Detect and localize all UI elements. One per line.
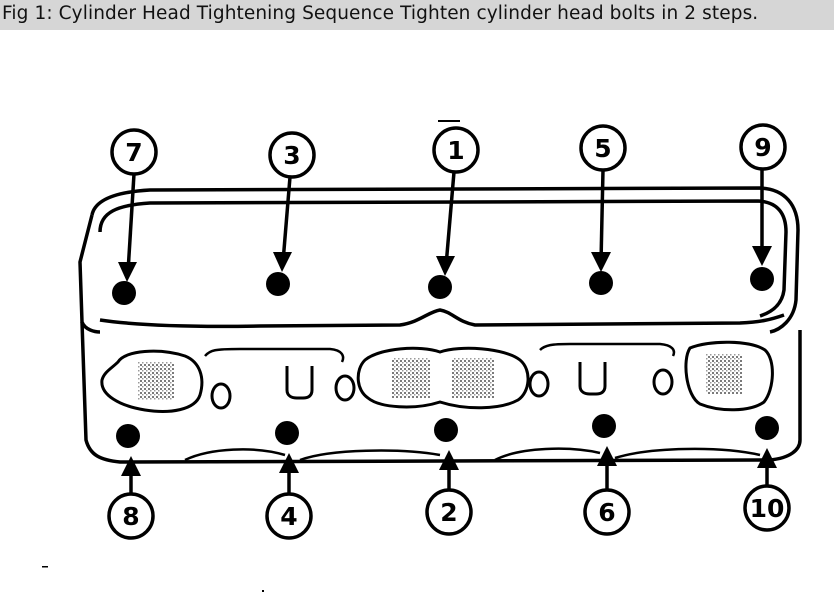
bolt-2: 2 xyxy=(425,418,473,536)
bolt-8: 8 xyxy=(107,424,155,540)
bolt-4: 4 xyxy=(265,421,313,540)
bottom-bolts: 8 4 2 6 10 xyxy=(107,414,791,540)
bolt-6: 6 xyxy=(583,414,631,536)
bolt-label: 2 xyxy=(440,498,457,527)
port-stipple xyxy=(138,354,742,400)
bolt-label: 8 xyxy=(122,502,139,531)
oil-passage-holes xyxy=(210,368,674,410)
bolt-5: 5 xyxy=(579,124,627,295)
figure-caption: Fig 1: Cylinder Head Tightening Sequence… xyxy=(2,3,759,24)
bolt-label: 6 xyxy=(598,498,615,527)
bolt-label: 10 xyxy=(750,494,785,523)
bolt-label: 9 xyxy=(754,133,771,162)
bolt-label: 1 xyxy=(447,136,464,165)
bolt-7: 7 xyxy=(110,128,158,305)
bolt-label: 7 xyxy=(125,138,142,167)
bolt-9: 9 xyxy=(739,123,787,291)
bolt-3: 3 xyxy=(266,131,316,296)
caption-bar: Fig 1: Cylinder Head Tightening Sequence… xyxy=(0,0,834,30)
bolt-label: 4 xyxy=(280,502,297,531)
bolt-1: 1 xyxy=(428,126,480,299)
pushrod-slots xyxy=(285,362,607,400)
top-bolts: 7 3 1 5 9 xyxy=(110,123,787,305)
bolt-label: 3 xyxy=(283,141,300,170)
bolt-10: 10 xyxy=(743,416,791,532)
scan-specks xyxy=(42,120,460,592)
cylinder-head-outline xyxy=(78,186,802,464)
port-openings xyxy=(100,340,774,413)
bolt-label: 5 xyxy=(594,134,611,163)
